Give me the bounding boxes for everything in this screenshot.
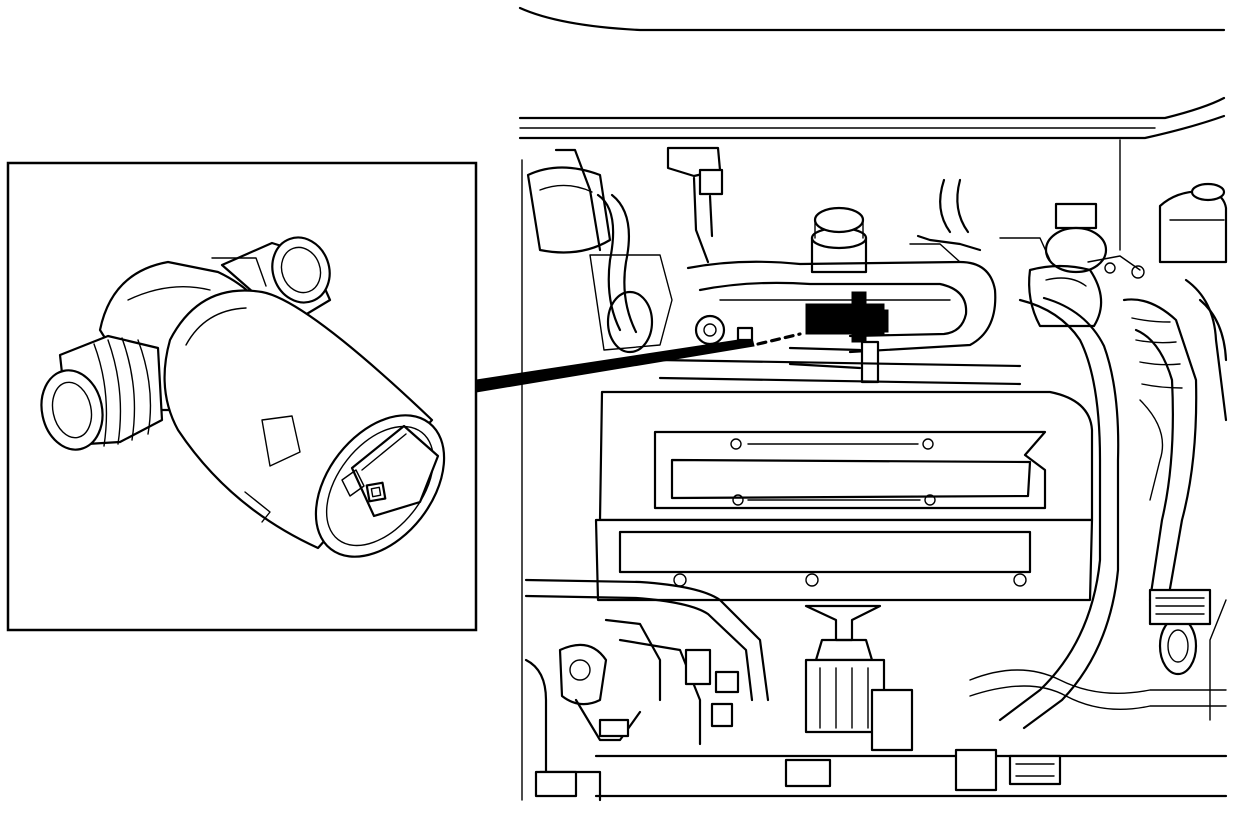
engine-bay — [518, 6, 1228, 802]
component-inset — [6, 161, 478, 632]
idle-air-control-valve — [40, 236, 446, 558]
callout-leader — [475, 337, 755, 393]
cam-cover — [598, 390, 1094, 522]
location-marker — [756, 291, 889, 346]
hood-edge — [518, 6, 1226, 32]
oil-filler-cap — [810, 206, 868, 274]
cowl-panel — [518, 96, 1226, 120]
